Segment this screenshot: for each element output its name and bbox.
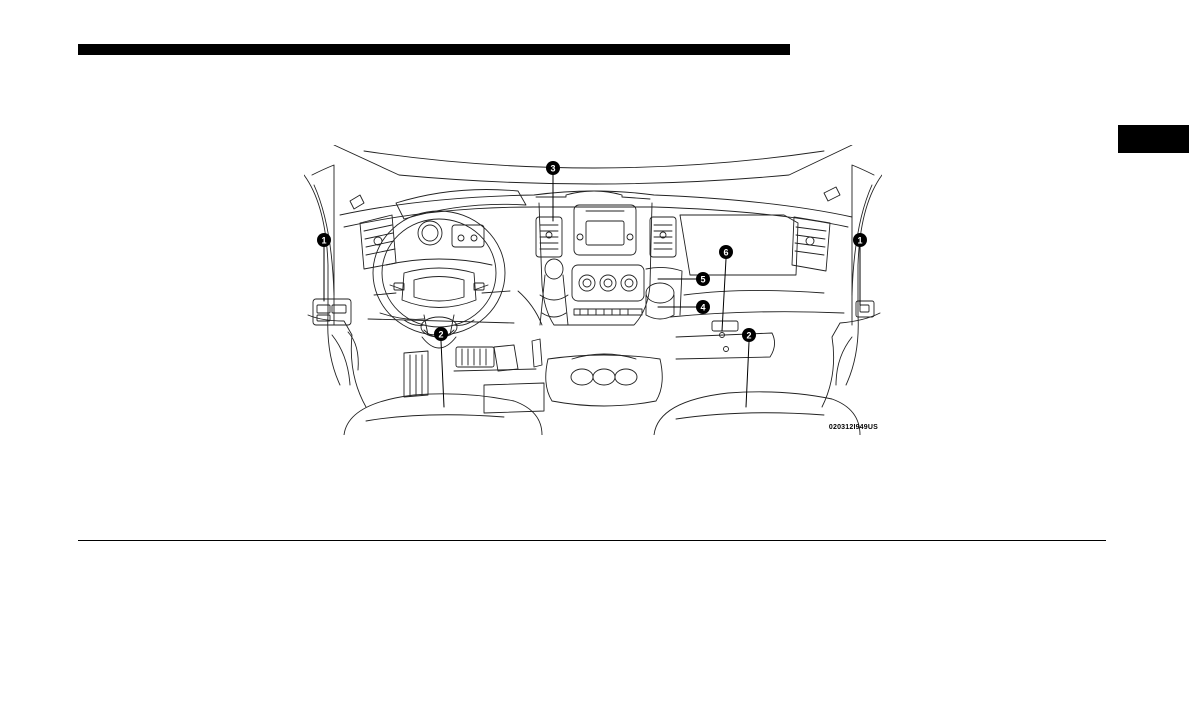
svg-text:1: 1 — [857, 236, 862, 246]
svg-text:2: 2 — [746, 331, 751, 341]
svg-text:4: 4 — [700, 303, 705, 313]
callout-1-right: 1 — [853, 233, 867, 247]
callout-4: 4 — [696, 300, 710, 314]
callout-1-left: 1 — [317, 233, 331, 247]
svg-text:5: 5 — [700, 275, 705, 285]
header-bar — [78, 44, 790, 55]
callout-3: 3 — [546, 161, 560, 175]
svg-text:6: 6 — [723, 248, 728, 258]
chapter-tab — [1118, 125, 1189, 153]
dashboard-illustration: 1 1 2 2 3 4 5 6 020312I949US — [304, 145, 882, 435]
callout-6: 6 — [719, 245, 733, 259]
svg-text:1: 1 — [321, 236, 326, 246]
svg-text:3: 3 — [550, 164, 555, 174]
callout-2-left: 2 — [434, 327, 448, 341]
callout-5: 5 — [696, 272, 710, 286]
footer-rule — [78, 540, 1106, 541]
callout-2-right: 2 — [742, 328, 756, 342]
svg-text:2: 2 — [438, 330, 443, 340]
figure-code: 020312I949US — [829, 424, 878, 431]
